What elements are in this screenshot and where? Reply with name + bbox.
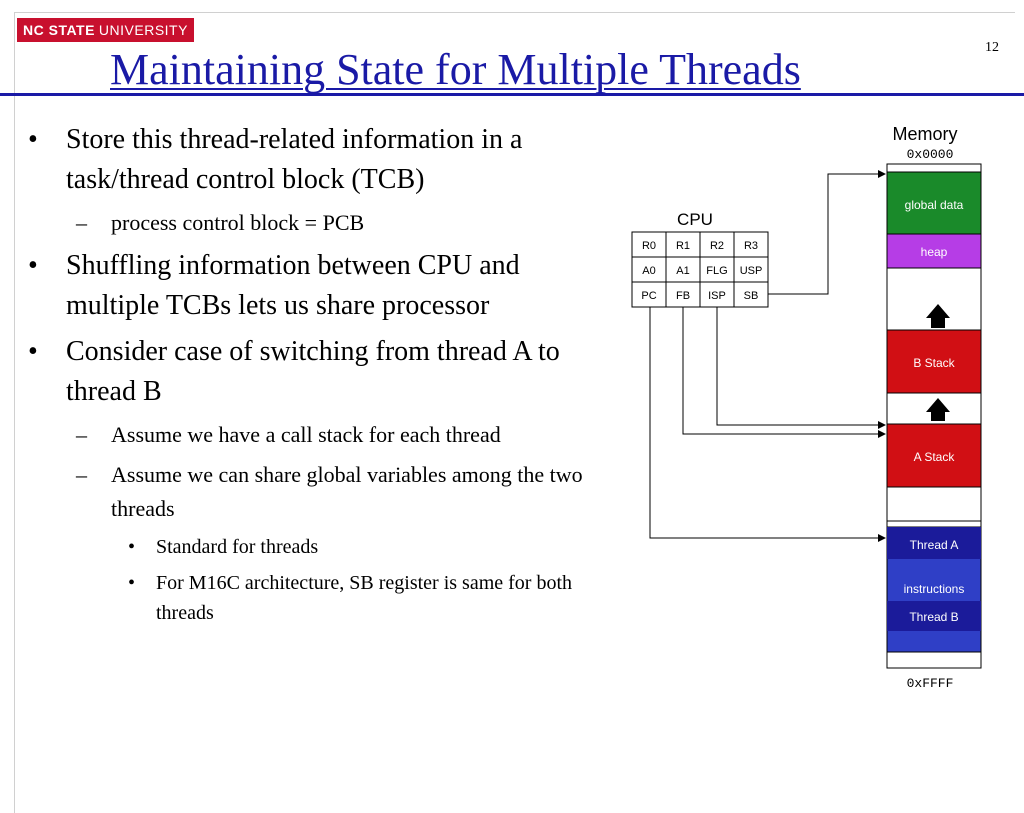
register-pc: PC (641, 290, 656, 302)
bullet-text: Store this thread-related information in… (66, 124, 523, 195)
global-data-segment (886, 171, 982, 235)
register-flg: FLG (706, 265, 727, 277)
thread-a-label: Thread A (910, 538, 959, 552)
register-a0: A0 (642, 265, 655, 277)
sub-bullet-text: Assume we can share global variables amo… (111, 462, 583, 521)
nc-state-logo: NC STATE UNIVERSITY (17, 18, 194, 42)
global-data-label: global data (905, 198, 964, 212)
sub-sub-bullet-text: Standard for threads (156, 536, 319, 558)
bullet-marker: • (28, 124, 38, 155)
sb-to-global-data-arrow (768, 170, 886, 295)
grow-up-arrow-icon (926, 304, 950, 328)
cpu-label: CPU (677, 210, 713, 229)
register-sb: SB (744, 290, 759, 302)
grow-up-arrow-icon (926, 398, 950, 421)
a-stack-segment (886, 423, 982, 488)
instructions-label: instructions (904, 582, 965, 596)
slide-title: Maintaining State for Multiple Threads (110, 45, 801, 94)
sub-sub-bullet-item: • Standard for threads (28, 532, 613, 562)
bullet-marker: • (28, 250, 38, 281)
sub-bullet-item: – Assume we can share global variables a… (28, 458, 613, 526)
logo-light-text: UNIVERSITY (98, 22, 188, 38)
dash-marker: – (76, 422, 87, 447)
sub-bullet-text: Assume we have a call stack for each thr… (111, 422, 501, 447)
register-r0: R0 (642, 240, 656, 252)
thread-b-block (887, 601, 981, 631)
page-number: 12 (985, 40, 999, 55)
register-isp: ISP (708, 290, 726, 302)
bullet-marker: • (128, 572, 136, 594)
bullet-list: • Store this thread-related information … (28, 120, 613, 634)
sub-bullet-text: process control block = PCB (111, 210, 365, 235)
dash-marker: – (76, 462, 87, 487)
isp-to-b-stack-arrow (716, 307, 886, 429)
slide-frame (14, 12, 1015, 813)
register-a1: A1 (676, 265, 689, 277)
bullet-marker: • (128, 536, 136, 558)
b-stack-segment (886, 329, 982, 394)
b-stack-label: B Stack (913, 356, 955, 370)
title-rule (0, 93, 1024, 96)
logo-bold-text: NC STATE (23, 22, 95, 38)
sub-bullet-item: – process control block = PCB (28, 206, 613, 240)
sub-sub-bullet-item: • For M16C architecture, SB register is … (28, 568, 613, 628)
dash-marker: – (76, 210, 87, 235)
register-fb: FB (676, 290, 690, 302)
cpu-memory-diagram: CPU R0 R1 R2 R3 A0 A1 FLG USP PC FB ISP … (631, 124, 982, 691)
address-bottom: 0xFFFF (907, 676, 954, 691)
sub-sub-bullet-text: For M16C architecture, SB register is sa… (156, 572, 573, 624)
register-file (631, 231, 769, 308)
pc-to-thread-a-arrow (649, 307, 886, 542)
bullet-text: Consider case of switching from thread A… (66, 336, 560, 407)
heap-label: heap (921, 245, 948, 259)
instructions-top-band (886, 520, 982, 528)
memory-top-band (886, 163, 982, 173)
bullet-item: • Consider case of switching from thread… (28, 332, 613, 412)
heap-segment (886, 233, 982, 269)
bullet-item: • Store this thread-related information … (28, 120, 613, 200)
sub-bullet-item: – Assume we have a call stack for each t… (28, 418, 613, 452)
bullet-text: Shuffling information between CPU and mu… (66, 250, 520, 321)
bullet-item: • Shuffling information between CPU and … (28, 246, 613, 326)
thread-b-label: Thread B (909, 610, 958, 624)
memory-label: Memory (892, 124, 957, 144)
register-r2: R2 (710, 240, 724, 252)
register-r3: R3 (744, 240, 758, 252)
register-r1: R1 (676, 240, 690, 252)
thread-a-block (887, 527, 981, 559)
register-usp: USP (740, 265, 763, 277)
fb-to-a-stack-arrow (682, 307, 886, 438)
bullet-marker: • (28, 336, 38, 367)
a-stack-label: A Stack (914, 450, 956, 464)
address-top: 0x0000 (907, 147, 954, 162)
